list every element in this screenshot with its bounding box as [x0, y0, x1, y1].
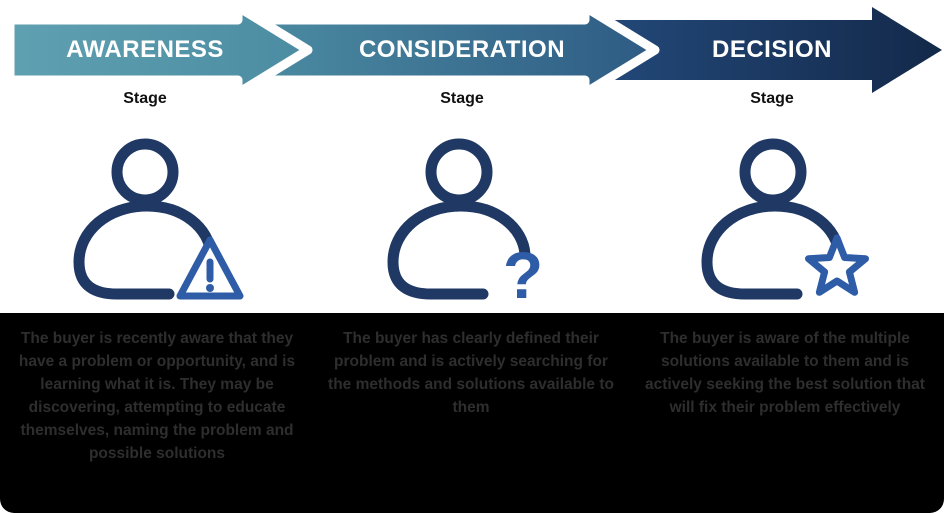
person-head — [739, 138, 807, 206]
user-star-icon — [701, 138, 869, 300]
decision-description-column: The buyer is aware of the multiple solut… — [628, 327, 942, 513]
decision-description: The buyer is aware of the multiple solut… — [645, 330, 925, 416]
person-head — [425, 138, 493, 206]
question-mark-glyph: ? — [503, 238, 543, 308]
funnel-arrows — [5, 4, 942, 96]
person-body — [387, 200, 531, 300]
person-body — [73, 200, 217, 300]
user-warning-icon — [73, 138, 244, 300]
consideration-description: The buyer has clearly defined their prob… — [328, 330, 614, 416]
person-head — [111, 138, 179, 206]
stage-icons-row: ? — [0, 136, 944, 308]
awareness-arrow-label: AWARENESS — [66, 36, 224, 63]
star-icon — [805, 234, 869, 296]
decision-icon-cell — [628, 136, 942, 308]
awareness-arrow — [5, 4, 313, 96]
consideration-arrow — [241, 4, 660, 96]
decision-stage-label: Stage — [750, 90, 794, 107]
user-question-icon: ? — [387, 138, 543, 308]
awareness-stage-label: Stage — [123, 90, 167, 107]
decision-arrow — [593, 7, 942, 93]
consideration-icon-cell: ? — [314, 136, 628, 308]
awareness-icon-cell — [0, 136, 314, 308]
warning-exclamation-dot — [206, 284, 214, 292]
consideration-stage-label: Stage — [440, 90, 484, 107]
consideration-arrow-label: CONSIDERATION — [358, 36, 566, 63]
person-body — [701, 200, 845, 300]
decision-arrow-label: DECISION — [711, 36, 832, 63]
awareness-description-column: The buyer is recently aware that they ha… — [0, 327, 314, 513]
awareness-description: The buyer is recently aware that they ha… — [18, 330, 296, 462]
consideration-description-column: The buyer has clearly defined their prob… — [314, 327, 628, 513]
stage-descriptions-panel: The buyer is recently aware that they ha… — [0, 313, 944, 513]
